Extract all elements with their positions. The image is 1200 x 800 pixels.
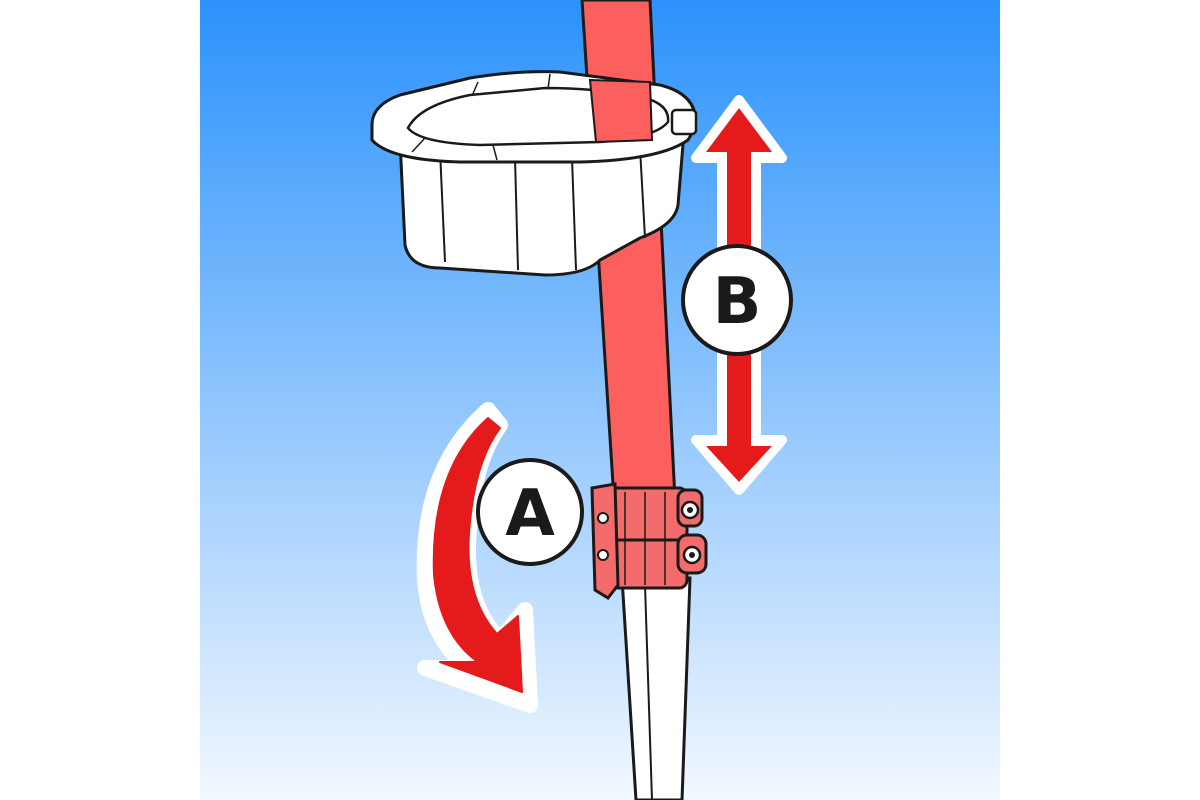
curved-arrow-down-right-icon xyxy=(416,402,538,713)
label-b-badge: B xyxy=(681,244,793,356)
pole-clamp xyxy=(590,482,708,600)
label-b: B xyxy=(713,265,762,339)
label-a: A xyxy=(505,477,555,551)
label-a-badge: A xyxy=(476,458,584,566)
basket xyxy=(370,70,698,277)
